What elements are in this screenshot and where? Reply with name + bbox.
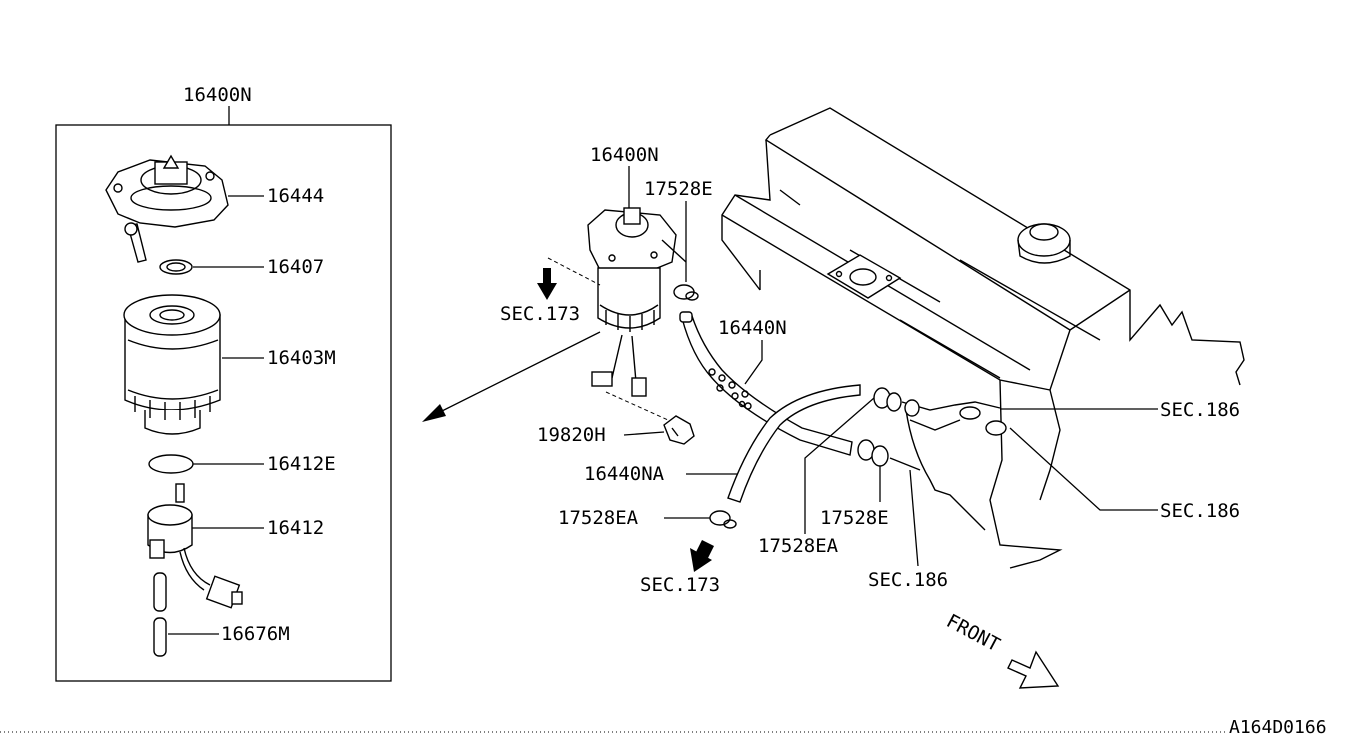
dashed-connector-sensor xyxy=(605,391,669,421)
arrow-down-icon xyxy=(690,540,714,572)
kit-pointer-head xyxy=(422,404,446,422)
arrow-down-icon xyxy=(537,268,557,300)
leader-sec186-bottom xyxy=(909,469,919,567)
leader-sec186-mid xyxy=(1009,427,1158,511)
hose-return xyxy=(727,384,861,503)
label-hose-return: 16440NA xyxy=(584,463,665,485)
oring-part xyxy=(159,259,193,275)
leader-clamp-mid xyxy=(804,397,875,534)
hose-main-dots xyxy=(708,368,752,410)
label-sensor: 19820H xyxy=(537,424,606,446)
filter-cartridge-part xyxy=(123,294,221,435)
leader-sensor xyxy=(623,431,665,436)
label-sec186-bottom: SEC.186 xyxy=(868,569,948,591)
label-sec173-lower: SEC.173 xyxy=(640,574,720,596)
drain-sensor-part xyxy=(147,483,243,609)
label-clamp-mid: 17528EA xyxy=(758,535,839,557)
label-clamp-right: 17528E xyxy=(820,507,889,529)
front-arrow-icon xyxy=(1007,650,1060,689)
label-clamp-upper: 17528E xyxy=(644,178,713,200)
label-16676M: 16676M xyxy=(221,623,290,645)
kit-pointer-arrow xyxy=(427,331,601,419)
clamp-right-cluster xyxy=(857,387,1007,531)
clamp-upper-part xyxy=(673,284,699,301)
hose-main xyxy=(681,315,853,456)
clamp-left-part xyxy=(709,510,737,529)
front-label: FRONT xyxy=(943,610,1004,656)
sensor-part xyxy=(663,415,695,445)
flange-plate xyxy=(826,254,902,299)
label-filter-assembly: 16400N xyxy=(590,144,659,166)
label-16412E: 16412E xyxy=(267,453,336,475)
label-16407: 16407 xyxy=(267,256,324,278)
label-hose-main: 16440N xyxy=(718,317,787,339)
engine-outline xyxy=(769,107,1245,386)
filter-head-part xyxy=(105,154,229,263)
label-16444: 16444 xyxy=(267,185,324,207)
tube-part xyxy=(153,572,167,657)
label-sec173-upper: SEC.173 xyxy=(500,303,580,325)
kit-group: 16400N 16444 16407 xyxy=(55,84,392,682)
dashed-connector-173 xyxy=(547,257,601,286)
kit-title-label: 16400N xyxy=(183,84,252,106)
diagram-code: A164D0166 xyxy=(1229,717,1327,736)
label-sec186-mid: SEC.186 xyxy=(1160,500,1240,522)
leader-hose-main xyxy=(744,340,763,385)
kit-box xyxy=(55,124,392,682)
label-16412: 16412 xyxy=(267,517,324,539)
oil-cap xyxy=(1017,223,1071,264)
gasket-part xyxy=(148,454,194,474)
label-16403M: 16403M xyxy=(267,347,336,369)
label-sec186-top: SEC.186 xyxy=(1160,399,1240,421)
engine-group: 16400N SEC.173 17528E xyxy=(422,107,1245,689)
filter-assembly-part xyxy=(587,207,687,397)
label-clamp-left: 17528EA xyxy=(558,507,639,529)
